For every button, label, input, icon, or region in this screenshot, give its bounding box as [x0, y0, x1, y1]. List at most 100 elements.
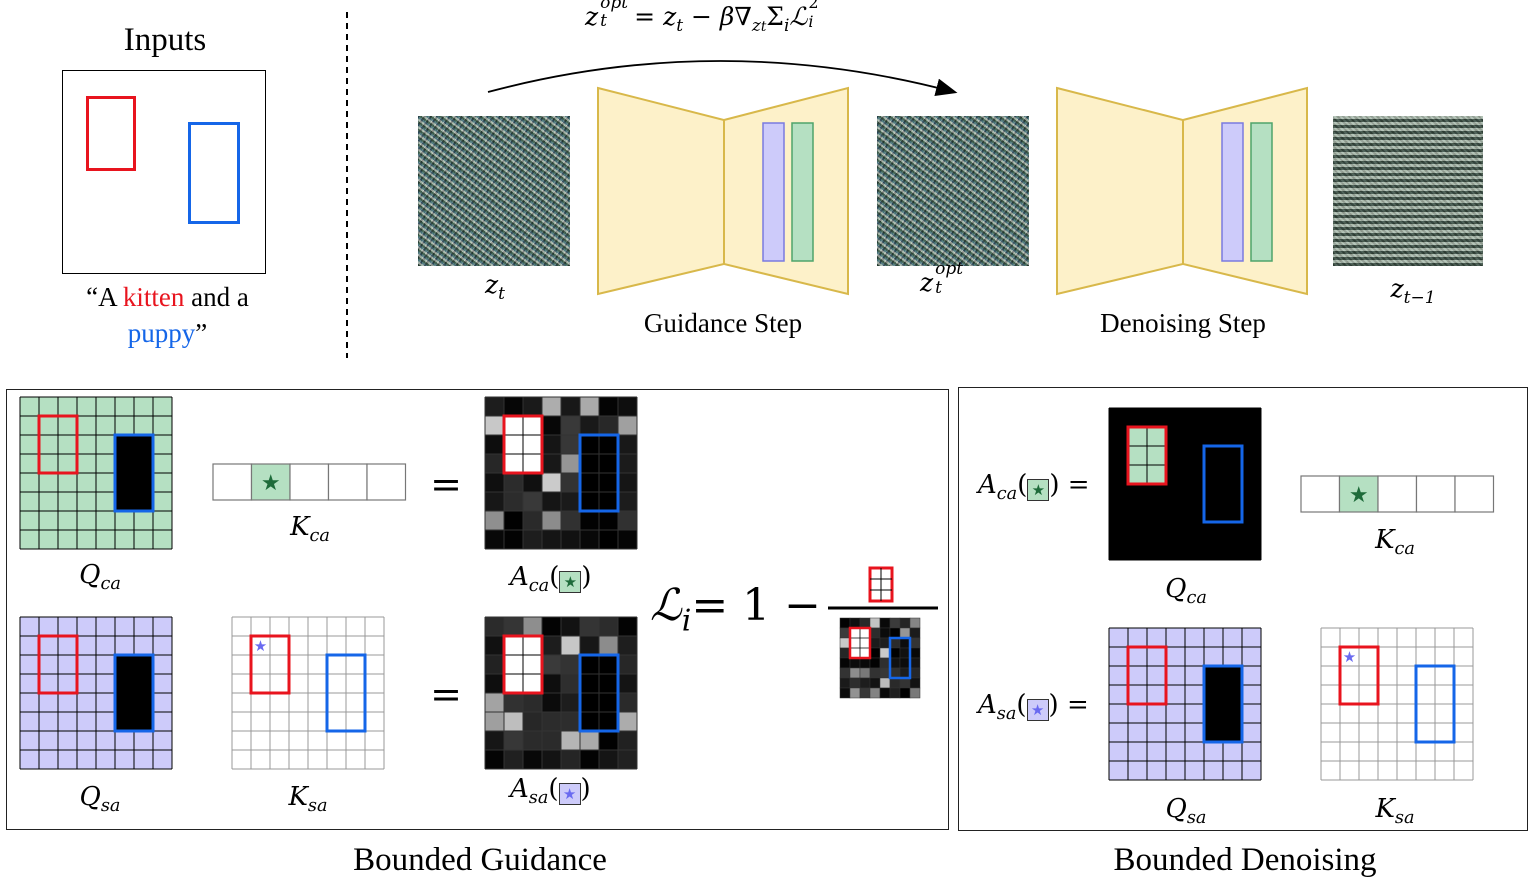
heat-cell [542, 435, 561, 454]
heat-cell [618, 750, 637, 769]
heat-cell [504, 712, 523, 731]
heat-cell [561, 712, 580, 731]
token-cell [1377, 475, 1418, 513]
heat-cell [504, 397, 523, 416]
kitten-bbox [37, 414, 79, 475]
green-star-icon: ★ [1027, 479, 1050, 501]
heat-cell [523, 473, 542, 492]
heat-cell [879, 687, 891, 699]
heat-cell [839, 617, 851, 629]
heat-cell [889, 677, 901, 689]
heat-cell [889, 657, 901, 669]
prompt-open: “A [86, 282, 123, 312]
heat-cell [909, 647, 921, 659]
kitten-bbox [502, 414, 544, 475]
heat-cell [504, 530, 523, 549]
token-cell [1415, 475, 1456, 513]
denoise-label-k-ca: Kca [1375, 525, 1415, 560]
heat-cell [599, 731, 618, 750]
heat-cell [909, 637, 921, 649]
heat-cell [542, 750, 561, 769]
label-zt: zt [484, 270, 505, 304]
guidance-unet [597, 86, 849, 296]
active-token-cell [1338, 475, 1379, 513]
heat-cell [523, 750, 542, 769]
heat-cell [899, 647, 911, 659]
heat-cell [561, 617, 580, 636]
heat-cell [580, 750, 599, 769]
heat-cell [618, 454, 637, 473]
heat-cell [485, 397, 504, 416]
heat-cell [523, 530, 542, 549]
latent-zt-opt-image [877, 116, 1029, 266]
heat-cell [859, 657, 871, 669]
heat-cell [542, 712, 561, 731]
heat-cell [839, 637, 851, 649]
heat-cell [618, 511, 637, 530]
heat-cell [485, 511, 504, 530]
heat-cell [869, 637, 881, 649]
heat-cell [869, 677, 881, 689]
latent-zt-image [418, 116, 570, 266]
token-cell [289, 463, 330, 501]
kitten-bbox [1126, 645, 1168, 706]
denoising-step-label: Denoising Step [1100, 308, 1266, 338]
purple-attention-bar [762, 122, 785, 262]
loss-fraction [828, 566, 938, 699]
heat-cell [839, 627, 851, 639]
a-sa-heatmap [484, 616, 638, 770]
q-ca-grid [19, 396, 173, 550]
heat-cell [542, 655, 561, 674]
heat-cell [504, 492, 523, 511]
heat-cell [580, 636, 599, 655]
equals-ca: = [430, 462, 462, 506]
heat-cell [504, 750, 523, 769]
heat-cell [869, 627, 881, 639]
heat-cell [618, 435, 637, 454]
heat-cell [839, 657, 851, 669]
guidance-arrow [487, 60, 958, 97]
token-cell [366, 463, 407, 501]
heat-cell [561, 416, 580, 435]
label-q-ca: Qca [79, 560, 121, 595]
inputs-title: Inputs [123, 22, 207, 58]
heat-cell [909, 657, 921, 669]
heat-cell [504, 617, 523, 636]
heat-cell [899, 627, 911, 639]
star-icon: ★ [254, 637, 267, 655]
heat-cell [561, 655, 580, 674]
heat-cell [504, 693, 523, 712]
kitten-bbox [1338, 645, 1380, 706]
heat-cell [580, 617, 599, 636]
heat-cell [899, 677, 911, 689]
token-cell [327, 463, 368, 501]
heat-cell [599, 416, 618, 435]
heat-cell [485, 636, 504, 655]
k-ca-row: ★ [212, 463, 407, 501]
denoise-label-a-sa: Asa(★) = [978, 690, 1089, 725]
denoising-unet [1056, 86, 1308, 296]
puppy-bbox [1414, 664, 1456, 744]
heat-cell [580, 511, 599, 530]
heat-cell [542, 397, 561, 416]
denoise-q-sa-grid [1108, 627, 1262, 781]
heat-cell [561, 693, 580, 712]
heat-cell [869, 617, 881, 629]
heat-cell [485, 416, 504, 435]
star-icon: ★ [261, 471, 281, 496]
heat-cell [580, 530, 599, 549]
heat-cell [879, 637, 891, 649]
heat-cell [869, 657, 881, 669]
label-zt-minus-1: zt−1 [1390, 274, 1436, 308]
heat-cell [542, 731, 561, 750]
heat-cell [542, 454, 561, 473]
puppy-bbox [113, 653, 155, 733]
heat-cell [561, 530, 580, 549]
label-a-ca: Aca(★) [510, 562, 592, 597]
loss-formula: ℒi= 1 − [650, 580, 822, 639]
heat-cell [542, 511, 561, 530]
kitten-bbox [1126, 425, 1168, 486]
heat-cell [618, 473, 637, 492]
heat-cell [523, 511, 542, 530]
heat-cell [618, 655, 637, 674]
